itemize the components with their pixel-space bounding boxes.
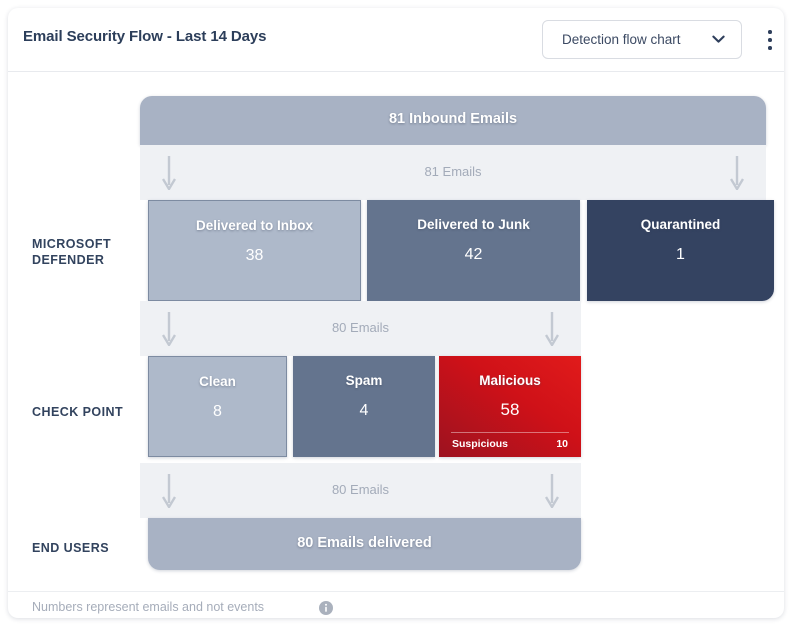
- box-spam[interactable]: Spam 4: [293, 356, 435, 457]
- box-value: 8: [213, 403, 222, 420]
- info-icon[interactable]: [319, 601, 333, 615]
- chart-type-select[interactable]: Detection flow chart: [542, 20, 742, 59]
- kebab-menu-icon[interactable]: [759, 28, 781, 52]
- box-value: 4: [359, 402, 369, 419]
- row-label-microsoft-defender: MICROSOFT DEFENDER: [32, 237, 112, 267]
- box-delivered-to-junk[interactable]: Delivered to Junk 42: [367, 200, 580, 301]
- footer-note: Numbers represent emails and not events: [32, 600, 265, 614]
- flow-band-2: 80 Emails: [140, 301, 581, 356]
- flow-band-3: 80 Emails: [140, 463, 581, 518]
- card-footer: Numbers represent emails and not events: [8, 591, 784, 618]
- arrow-down-icon: [545, 312, 559, 346]
- flow-band-1-label: 81 Emails: [424, 164, 482, 179]
- box-malicious[interactable]: Malicious 58 Suspicious 10: [439, 356, 581, 457]
- email-security-flow-card: Email Security Flow - Last 14 Days Detec…: [8, 8, 784, 618]
- box-title: Delivered to Inbox: [195, 218, 314, 233]
- box-title: 80 Emails delivered: [297, 535, 432, 551]
- box-value: 58: [500, 400, 520, 419]
- box-value: 42: [464, 246, 483, 263]
- box-title: Quarantined: [640, 217, 721, 232]
- arrow-down-icon: [545, 474, 559, 508]
- box-value: 1: [676, 246, 685, 263]
- flow-diagram: MICROSOFT DEFENDER CHECK POINT END USERS…: [8, 72, 784, 582]
- box-title: Clean: [199, 374, 236, 389]
- box-quarantined[interactable]: Quarantined 1: [587, 200, 774, 301]
- arrow-down-icon: [162, 312, 176, 346]
- box-title: Malicious: [479, 373, 541, 388]
- row-label-end-users: END USERS: [32, 541, 109, 555]
- suspicious-value: 10: [556, 438, 568, 450]
- chevron-down-icon: [712, 35, 725, 43]
- box-clean[interactable]: Clean 8: [148, 356, 287, 457]
- box-title: Delivered to Junk: [417, 217, 530, 232]
- flow-band-3-label: 80 Emails: [331, 482, 390, 497]
- box-delivered-to-inbox[interactable]: Delivered to Inbox 38: [148, 200, 361, 301]
- card-header: Email Security Flow - Last 14 Days Detec…: [8, 8, 784, 72]
- arrow-down-icon: [730, 156, 744, 190]
- arrow-down-icon: [162, 156, 176, 190]
- chart-type-select-label: Detection flow chart: [562, 32, 681, 47]
- box-value: 38: [245, 247, 264, 264]
- page-title: Email Security Flow - Last 14 Days: [23, 28, 267, 45]
- flow-band-1: 81 Emails: [140, 145, 766, 200]
- flow-band-2-label: 80 Emails: [331, 320, 390, 335]
- suspicious-label: Suspicious: [452, 438, 509, 450]
- row-label-check-point: CHECK POINT: [32, 405, 124, 419]
- inbound-emails-bar[interactable]: 81 Inbound Emails: [140, 96, 766, 145]
- box-emails-delivered[interactable]: 80 Emails delivered: [148, 518, 581, 570]
- box-title: Spam: [345, 373, 383, 388]
- arrow-down-icon: [162, 474, 176, 508]
- inbound-emails-label: 81 Inbound Emails: [388, 111, 518, 127]
- divider: [451, 432, 569, 433]
